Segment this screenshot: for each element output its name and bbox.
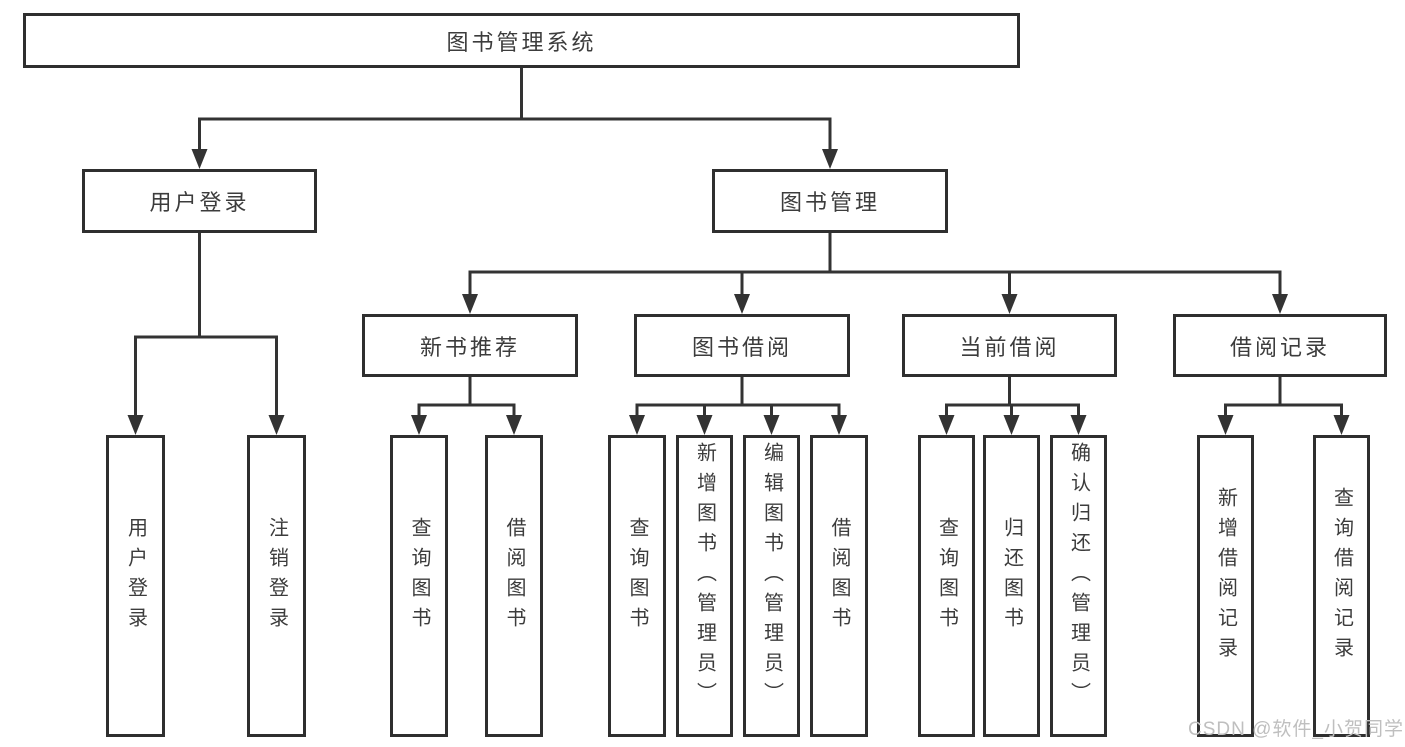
node-book-management-label: 图书管理 (779, 190, 880, 215)
connector-borrow-records (1224, 375, 1343, 425)
node-book-borrow: 图书借阅 (634, 314, 850, 377)
leaf-return-book: 归还图书 (983, 435, 1040, 737)
arrow-icon (1001, 294, 1018, 314)
node-user-login: 用户登录 (82, 169, 317, 233)
leaf-user-login: 用户登录 (106, 435, 165, 737)
arrow-icon (734, 294, 750, 314)
leaf-borrow-books-recommend: 借阅图书 (485, 435, 543, 737)
arrow-icon (127, 415, 144, 435)
node-borrow-records: 借阅记录 (1173, 314, 1387, 377)
arrow-icon (1333, 415, 1350, 435)
leaf-return-book-label: 归还图书 (1000, 517, 1023, 637)
arrow-icon (763, 415, 780, 435)
connector-current-borrow (945, 375, 1080, 425)
leaf-query-books-recommend-label: 查询图书 (408, 517, 430, 637)
arrow-icon (1070, 415, 1087, 435)
arrow-icon (1272, 294, 1288, 314)
leaf-add-borrow-record-label: 新增借阅记录 (1214, 487, 1237, 667)
node-user-login-label: 用户登录 (149, 190, 250, 215)
arrow-icon (831, 415, 847, 435)
arrow-icon (1003, 415, 1020, 435)
arrow-icon (822, 149, 838, 169)
arrow-icon (191, 149, 208, 169)
leaf-query-books-borrow-label: 查询图书 (626, 517, 648, 637)
leaf-confirm-return-admin: 确认归还（管理员） (1050, 435, 1107, 737)
arrow-icon (629, 415, 645, 435)
connector-new-book-recommend (417, 375, 516, 425)
node-borrow-records-label: 借阅记录 (1229, 334, 1330, 360)
leaf-query-books-current: 查询图书 (918, 435, 975, 737)
arrow-icon (411, 415, 427, 435)
leaf-edit-book-admin-label: 编辑图书（管理员） (760, 442, 783, 712)
leaf-borrow-books-2: 借阅图书 (810, 435, 868, 737)
connector-book-management (468, 231, 1282, 304)
leaf-query-books-recommend: 查询图书 (390, 435, 448, 737)
leaf-add-borrow-record: 新增借阅记录 (1197, 435, 1254, 737)
arrow-icon (938, 415, 955, 435)
arrow-icon (1217, 415, 1234, 435)
leaf-edit-book-admin: 编辑图书（管理员） (743, 435, 800, 737)
arrow-icon (696, 415, 713, 435)
arrow-icon (268, 415, 285, 435)
arrow-icon (506, 415, 522, 435)
leaf-user-login-label: 用户登录 (124, 517, 147, 637)
watermark: CSDN @软件_小贺同学 (1188, 719, 1404, 740)
leaf-logout: 注销登录 (247, 435, 306, 737)
node-current-borrow: 当前借阅 (902, 314, 1117, 377)
node-book-management: 图书管理 (712, 169, 948, 233)
node-new-book-recommend: 新书推荐 (362, 314, 578, 377)
leaf-confirm-return-admin-label: 确认归还（管理员） (1067, 442, 1090, 712)
connector-root (198, 66, 832, 159)
leaf-query-books-current-label: 查询图书 (935, 517, 958, 637)
leaf-add-book-admin: 新增图书（管理员） (676, 435, 733, 737)
leaf-query-borrow-record: 查询借阅记录 (1313, 435, 1370, 737)
node-root-label: 图书管理系统 (446, 29, 597, 55)
leaf-borrow-books-2-label: 借阅图书 (828, 517, 850, 637)
arrow-icon (462, 294, 478, 314)
node-book-borrow-label: 图书借阅 (691, 334, 792, 360)
leaf-query-books-borrow: 查询图书 (608, 435, 666, 737)
node-new-book-recommend-label: 新书推荐 (419, 334, 520, 360)
leaf-add-book-admin-label: 新增图书（管理员） (693, 442, 716, 712)
connector-book-borrow (635, 375, 841, 425)
leaf-borrow-books-recommend-label: 借阅图书 (503, 517, 525, 637)
node-current-borrow-label: 当前借阅 (959, 334, 1060, 360)
leaf-query-borrow-record-label: 查询借阅记录 (1330, 487, 1353, 667)
leaf-logout-label: 注销登录 (265, 517, 288, 637)
node-root: 图书管理系统 (23, 13, 1020, 68)
connector-user-login (134, 231, 278, 425)
